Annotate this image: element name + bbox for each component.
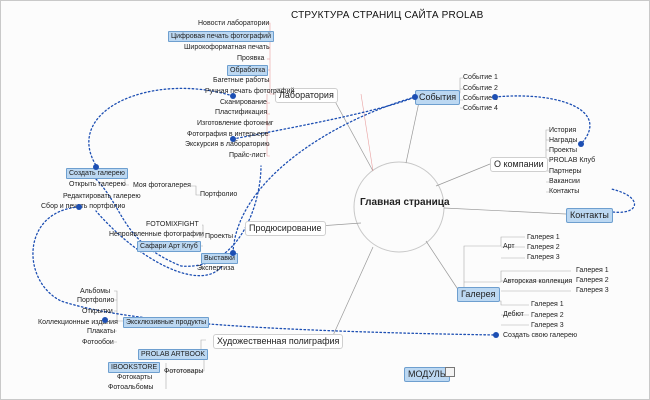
lab-item[interactable]: Багетные работы [213, 77, 270, 84]
lab-item[interactable]: Изготовление фотокниг [197, 120, 274, 127]
link-dot [230, 136, 236, 142]
bookstore-item[interactable]: Фотоальбомы [108, 384, 154, 391]
gallery-item[interactable]: Редактировать галерею [63, 193, 141, 200]
lab-item[interactable]: Обработка [227, 65, 269, 76]
topic-about[interactable]: О компании [490, 157, 548, 172]
exclusive-item[interactable]: Альбомы [80, 288, 111, 295]
gallery-sub-item[interactable]: Галерея 1 [531, 301, 564, 308]
link-dot [578, 141, 584, 147]
gallery-item[interactable]: Открыть галерею [69, 181, 126, 188]
gallery-debut[interactable]: Дебют [503, 311, 524, 318]
gallery-sub-item[interactable]: Галерея 1 [576, 267, 609, 274]
lab-item[interactable]: Широкоформатная печать [184, 44, 270, 51]
lab-item[interactable]: Ручная печать фотографий [205, 88, 295, 95]
exclusive-item[interactable]: Коллекционные издания [38, 319, 118, 326]
lab-item[interactable]: Прайс-лист [229, 152, 267, 159]
gallery-sub-item[interactable]: Галерея 2 [527, 244, 560, 251]
gallery-item[interactable]: Сбор и печать портфолио [41, 203, 126, 210]
about-item[interactable]: Партнеры [549, 168, 582, 175]
lab-item[interactable]: Фотография в интерьере [187, 131, 269, 138]
lab-item[interactable]: Сканирование [220, 99, 267, 106]
about-item[interactable]: Вакансии [549, 178, 580, 185]
topic-events[interactable]: События [415, 90, 461, 105]
link-dot [230, 250, 236, 256]
central-topic[interactable]: Главная страница [360, 197, 450, 208]
exclusive-item[interactable]: Фотообои [82, 339, 114, 346]
module-button[interactable]: МОДУЛЬ [404, 367, 450, 382]
about-item[interactable]: История [549, 127, 577, 134]
link-dot [93, 164, 99, 170]
production-item[interactable]: Экспертиза [197, 265, 235, 272]
gallery-sub-item[interactable]: Галерея 3 [576, 287, 609, 294]
lab-item[interactable]: Экскурсия в лабораторию [185, 141, 270, 148]
gallery-sub-item[interactable]: Галерея 3 [531, 322, 564, 329]
central-circle [353, 161, 445, 253]
link-dot [76, 204, 82, 210]
link-dot [230, 93, 236, 99]
exclusive-item[interactable]: Портфолио [77, 297, 115, 304]
gallery-sub-item[interactable]: Галерея 1 [527, 234, 560, 241]
topic-art-printing[interactable]: Художественная полиграфия [213, 334, 344, 349]
link-dot [412, 94, 418, 100]
topic-laboratory[interactable]: Лаборатория [275, 88, 338, 103]
about-item[interactable]: Проекты [549, 147, 578, 154]
production-item[interactable]: FOTOMIXFIGHT [146, 221, 199, 228]
my-gallery[interactable]: Моя фотогалерея [133, 182, 191, 189]
production-item[interactable]: Непроявленные фотографии [109, 231, 204, 238]
event-item[interactable]: Событие 3 [463, 95, 498, 102]
phototovary[interactable]: Фототовары [164, 368, 204, 375]
about-item[interactable]: Контакты [549, 188, 580, 195]
gallery-art[interactable]: Арт [503, 243, 515, 250]
production-item[interactable]: Выставки [201, 253, 238, 264]
lab-item[interactable]: Цифровая печать фотографий [168, 31, 274, 42]
link-dot [102, 317, 108, 323]
topic-gallery[interactable]: Галерея [457, 287, 500, 302]
exclusive-products[interactable]: Эксклюзивные продукты [123, 317, 210, 328]
production-item[interactable]: Проекты [205, 233, 234, 240]
lab-item[interactable]: Проявка [237, 55, 265, 62]
page-title: СТРУКТУРА СТРАНИЦ САЙТА PROLAB [291, 10, 484, 21]
prolab-artbook[interactable]: PROLAB ARTBOOK [138, 349, 209, 360]
production-item[interactable]: Сафари Арт Клуб [137, 241, 201, 252]
event-item[interactable]: Событие 1 [463, 74, 498, 81]
gallery-sub-item[interactable]: Галерея 2 [531, 312, 564, 319]
topic-contacts[interactable]: Контакты [566, 208, 613, 223]
lab-item[interactable]: Пластификация [215, 109, 268, 116]
about-item[interactable]: PROLAB Клуб [549, 157, 596, 164]
note-icon[interactable] [445, 367, 455, 377]
topic-production[interactable]: Продюсирование [245, 221, 326, 236]
about-item[interactable]: Награды [549, 137, 578, 144]
cross-links [32, 87, 635, 336]
gallery-sub-item[interactable]: Галерея 3 [527, 254, 560, 261]
event-item[interactable]: Событие 4 [463, 105, 498, 112]
portfolio-label[interactable]: Портфолио [200, 191, 238, 198]
link-dot [492, 94, 498, 100]
gallery-sub-item[interactable]: Галерея 2 [576, 277, 609, 284]
exclusive-item[interactable]: Открытки [82, 308, 113, 315]
exclusive-item[interactable]: Плакаты [87, 328, 116, 335]
lab-item[interactable]: Новости лаборатории [198, 20, 270, 27]
bookstore-item[interactable]: Фотокарты [117, 374, 153, 381]
ibookstore[interactable]: IBOOKSTORE [108, 362, 161, 373]
link-dot [493, 332, 499, 338]
gallery-author[interactable]: Авторская коллекция [503, 278, 573, 285]
main-branches [318, 93, 567, 341]
event-item[interactable]: Событие 2 [463, 85, 498, 92]
create-own-gallery[interactable]: Создать свою галерею [503, 332, 578, 339]
